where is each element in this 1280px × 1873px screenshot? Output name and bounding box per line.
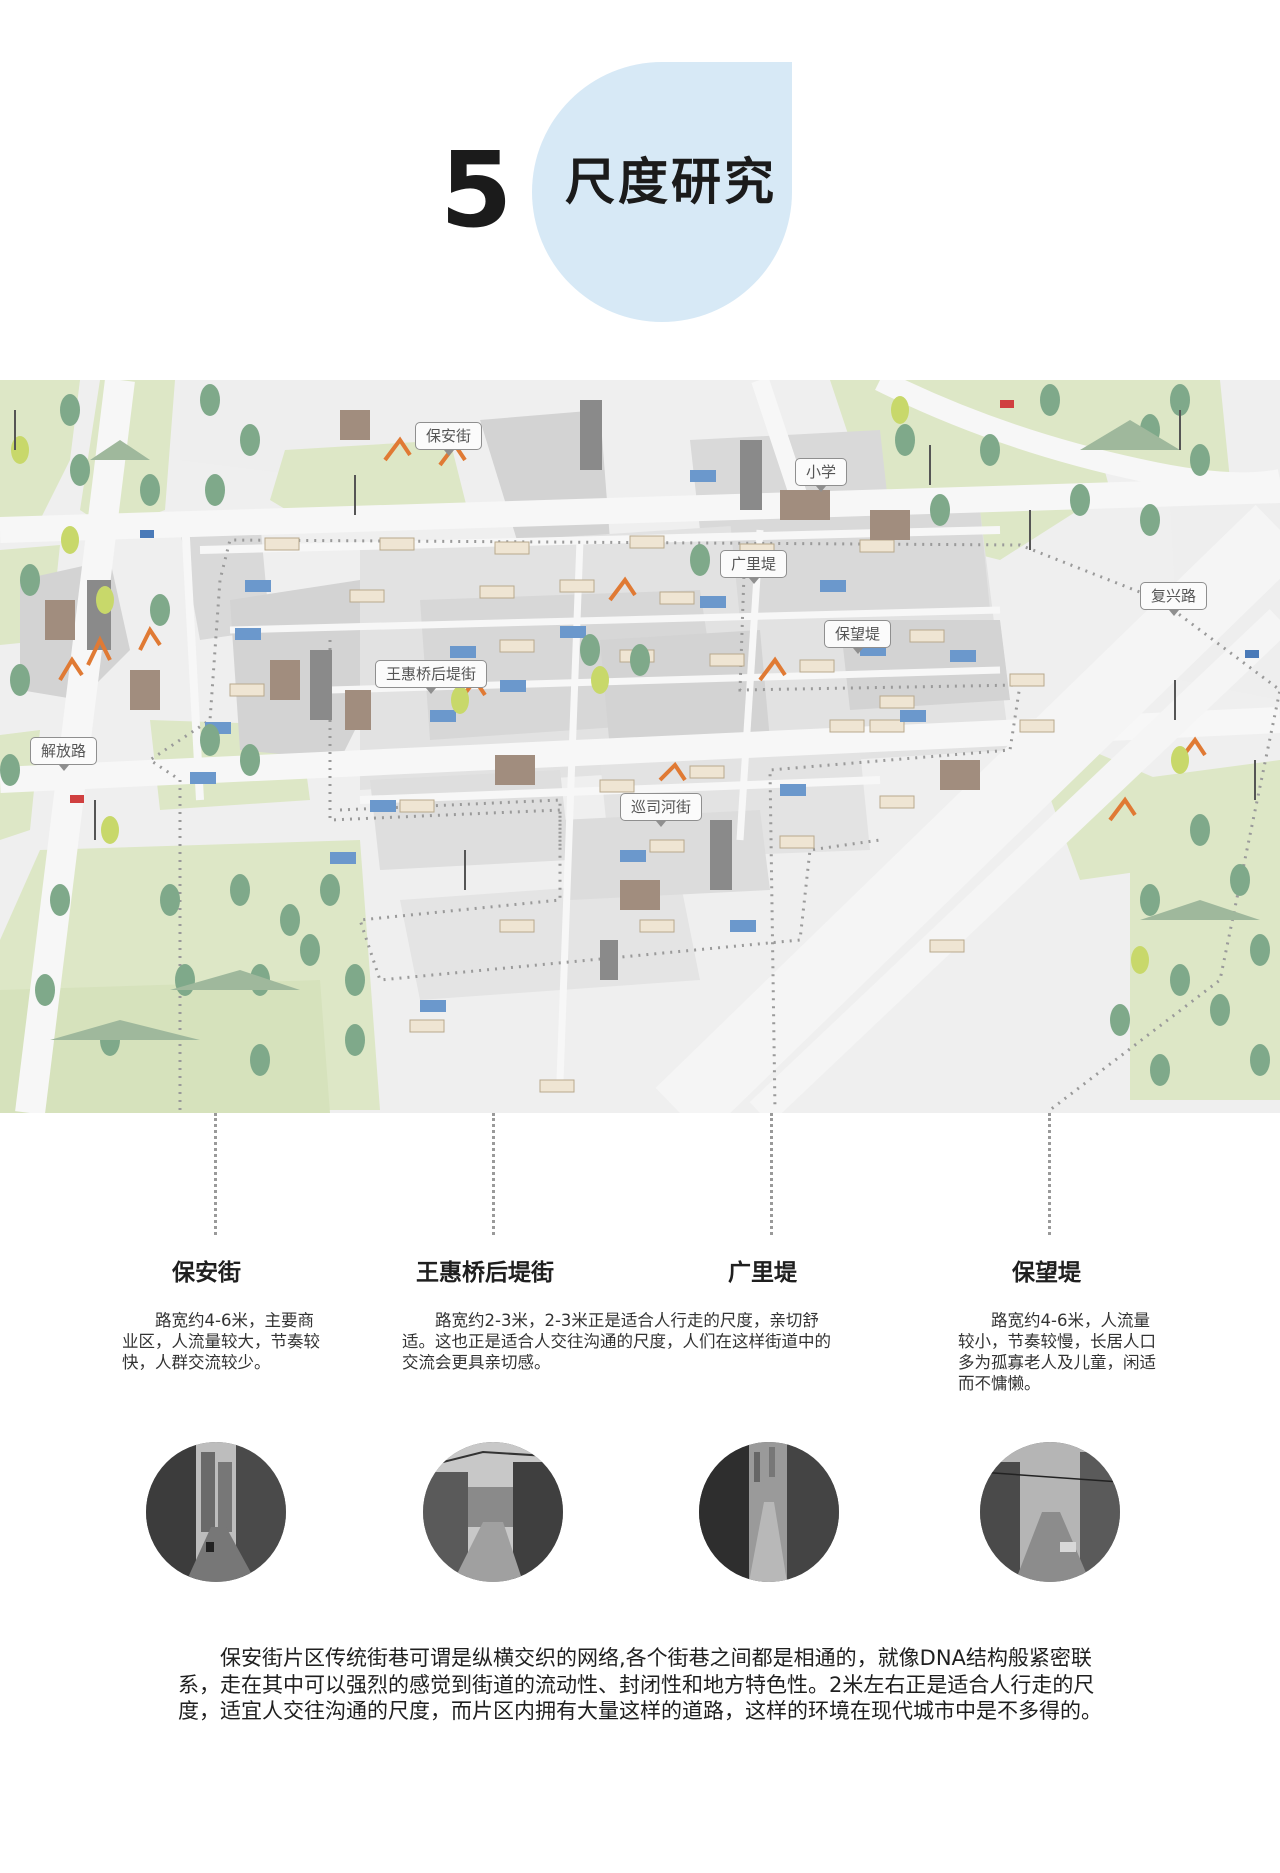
- leader-line-baowang: [1048, 1113, 1051, 1235]
- street-photo-icon: [146, 1442, 286, 1582]
- street-desc-baowang: 路宽约4-6米，人流量较小，节奏较慢，长居人口多为孤寡老人及儿童，闲适而不慵懒。: [958, 1311, 1156, 1393]
- street-title-wanghuiqiao: 王惠桥后堤街: [416, 1260, 554, 1286]
- summary-paragraph: 保安街片区传统街巷可谓是纵横交织的网络,各个街巷之间都是相通的，就像DNA结构般…: [178, 1645, 1103, 1725]
- leader-line-wanghuiqiao: [492, 1113, 495, 1235]
- summary-text: 保安街片区传统街巷可谓是纵横交织的网络,各个街巷之间都是相通的，就像DNA结构般…: [178, 1646, 1102, 1723]
- street-desc-wanghuiqiao: 路宽约2-3米，2-3米正是适合人行走的尺度，亲切舒适。这也正是适合人交往沟通的…: [402, 1311, 831, 1372]
- map-label-baoan-jie: 保安街: [415, 422, 483, 456]
- section-title: 尺度研究: [565, 153, 777, 211]
- map-label-xunsihe-jie: 巡司河街: [620, 793, 703, 827]
- street-title-baoan: 保安街: [172, 1260, 241, 1286]
- map-label-jiefang-lu: 解放路: [30, 737, 98, 771]
- leader-line-guangli: [770, 1113, 773, 1235]
- street-title-baowang: 保望堤: [1012, 1260, 1081, 1286]
- map-label-wanghuiqiao: 王惠桥后堤街: [375, 660, 488, 694]
- street-photo-icon: [980, 1442, 1120, 1582]
- map-label-baowang-di: 保望堤: [824, 620, 892, 654]
- leader-line-baoan: [214, 1113, 217, 1235]
- street-photo-icon: [423, 1442, 563, 1582]
- street-desc-baoan: 路宽约4-6米，主要商业区，人流量较大，节奏较快，人群交流较少。: [122, 1311, 320, 1372]
- map-illustration: [0, 380, 1280, 1113]
- map-label-fuxing-lu: 复兴路: [1140, 582, 1208, 616]
- map-label-xiaoxue: 小学: [795, 458, 848, 492]
- map-label-guangli-di: 广里堤: [720, 550, 788, 584]
- section-number: 5: [440, 129, 513, 251]
- header-drop-shape: [532, 62, 792, 322]
- street-photo-icon: [699, 1442, 839, 1582]
- street-title-guangli: 广里堤: [728, 1260, 797, 1286]
- district-map: 保安街 小学 广里堤 复兴路 保望堤 王惠桥后堤街 解放路 巡司河街: [0, 380, 1280, 1113]
